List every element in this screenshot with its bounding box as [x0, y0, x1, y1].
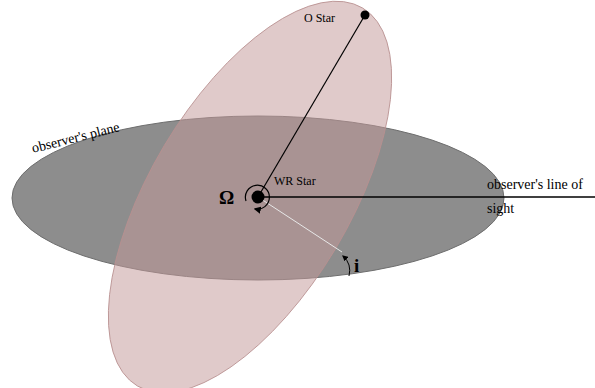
angle-symbol: Ω	[219, 186, 234, 209]
star-label: WR Star	[274, 174, 316, 188]
angle-symbol: i	[354, 254, 359, 277]
star-label: O Star	[304, 11, 335, 25]
line-of-sight	[258, 196, 595, 198]
orbit-radius	[258, 15, 365, 197]
node-line	[258, 197, 342, 252]
orbital-plane	[51, 0, 448, 388]
axis-label: observer's line of sight	[487, 173, 583, 221]
node-angle-arrow	[245, 185, 269, 209]
o-star-dot	[361, 11, 370, 20]
wr-star-dot	[252, 191, 265, 204]
inclination-arc	[343, 256, 350, 276]
